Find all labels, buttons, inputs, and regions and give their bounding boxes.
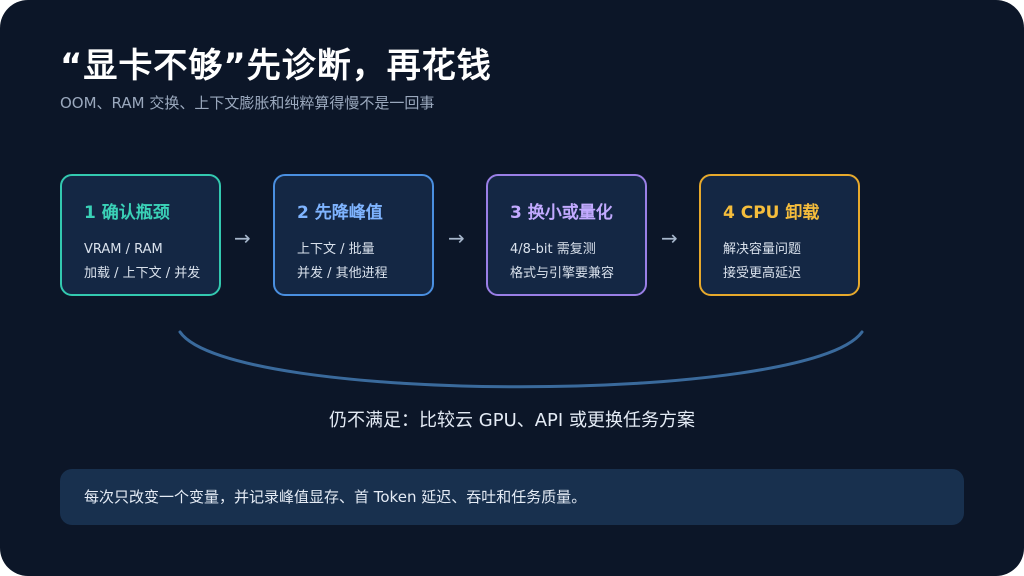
step-card-3: 3 换小或量化 4/8-bit 需复测 格式与引擎要兼容: [486, 174, 647, 296]
step-card-2: 2 先降峰值 上下文 / 批量 并发 / 其他进程: [273, 174, 434, 296]
fallback-text: 仍不满足：比较云 GPU、API 或更换任务方案: [329, 410, 695, 431]
step-card-1: 1 确认瓶颈 VRAM / RAM 加载 / 上下文 / 并发: [60, 174, 221, 296]
step-3-line-2: 格式与引擎要兼容: [510, 266, 615, 281]
step-2-line-2: 并发 / 其他进程: [297, 266, 388, 281]
right-arrow-icon: →: [234, 226, 251, 250]
step-2-line-1: 上下文 / 批量: [297, 242, 375, 257]
step-1-line-1: VRAM / RAM: [84, 242, 163, 257]
step-2-title: 2 先降峰值: [297, 203, 383, 223]
right-arrow-icon: →: [448, 226, 465, 250]
step-3-line-1: 4/8-bit 需复测: [510, 242, 596, 257]
note-banner: 每次只改变一个变量，并记录峰值显存、首 Token 延迟、吞吐和任务质量。: [60, 469, 964, 525]
step-3-title: 3 换小或量化: [510, 203, 613, 223]
slide-subtitle: OOM、RAM 交换、上下文膨胀和纯粹算得慢不是一回事: [60, 94, 435, 112]
step-4-title: 4 CPU 卸载: [723, 203, 820, 223]
step-card-4: 4 CPU 卸载 解决容量问题 接受更高延迟: [699, 174, 860, 296]
right-arrow-icon: →: [661, 226, 678, 250]
step-1-line-2: 加载 / 上下文 / 并发: [84, 266, 201, 281]
note-text: 每次只改变一个变量，并记录峰值显存、首 Token 延迟、吞吐和任务质量。: [84, 488, 587, 506]
slide-title: “显卡不够”先诊断，再花钱: [60, 46, 492, 86]
step-1-title: 1 确认瓶颈: [84, 203, 170, 223]
step-4-line-1: 解决容量问题: [723, 242, 802, 257]
step-4-line-2: 接受更高延迟: [723, 266, 802, 281]
